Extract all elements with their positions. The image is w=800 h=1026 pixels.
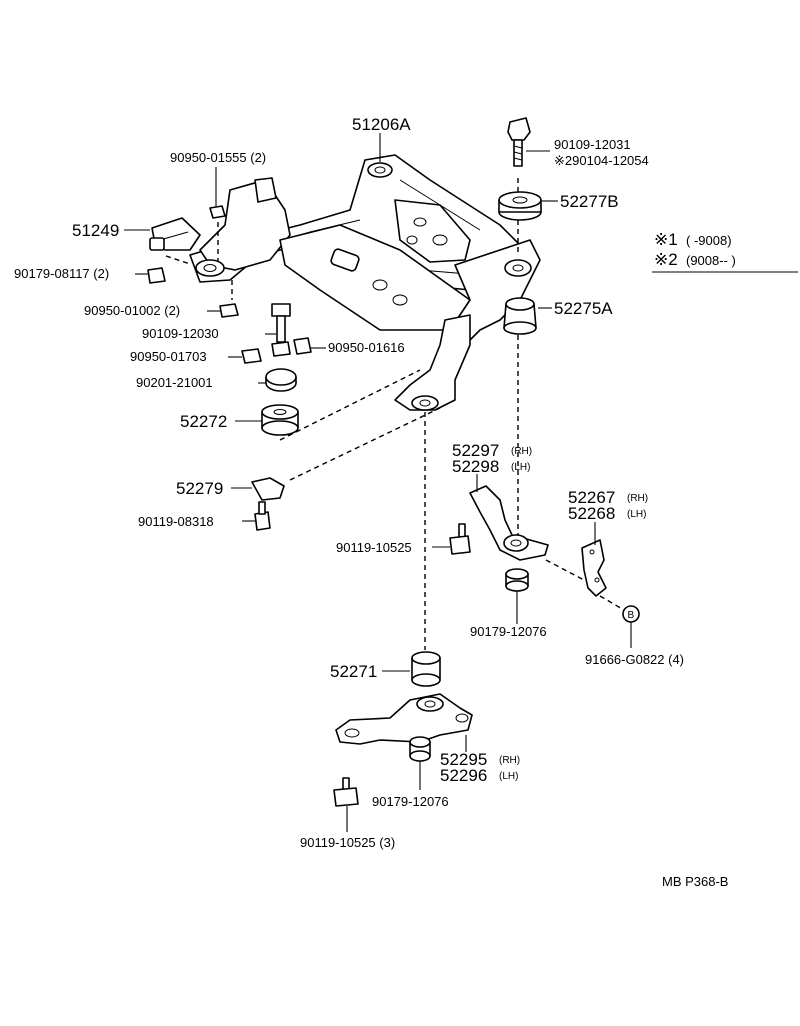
label-51206A: 51206A <box>352 115 411 134</box>
label-52277B: 52277B <box>560 192 619 211</box>
label-90179-12076-b: 90179-12076 <box>372 794 449 809</box>
label-90119-10525-a: 90119-10525 <box>336 540 412 555</box>
label-90109-12030: 90109-12030 <box>142 326 219 341</box>
arm-52295-drawing <box>335 693 473 745</box>
fasteners-left-drawing <box>147 205 312 392</box>
label-90179-08117: 90179-08117 (2) <box>14 266 109 281</box>
plate-52267-drawing <box>581 539 607 597</box>
label-marker-b: B <box>628 610 635 621</box>
label-90950-01703: 90950-01703 <box>130 349 207 364</box>
part-labels: 51206A 90109-12031 ※290104-12054 52277B … <box>14 115 684 850</box>
label-90950-01002: 90950-01002 (2) <box>84 303 180 318</box>
label-52297-side: (RH) <box>511 446 532 457</box>
clip-52279-drawing <box>251 477 285 531</box>
label-90950-01555: 90950-01555 (2) <box>170 150 266 165</box>
label-90201-21001: 90201-21001 <box>136 375 213 390</box>
label-90104-12054: ※290104-12054 <box>554 153 649 168</box>
bracket-51249-drawing <box>149 217 201 251</box>
bolt-90119-10525a-drawing <box>449 523 471 555</box>
label-52268: 52268 <box>568 504 615 523</box>
cushion-52272-drawing <box>261 404 299 436</box>
label-90119-10525-b: 90119-10525 (3) <box>300 835 395 850</box>
legend-mark-1: ※1 <box>654 230 678 249</box>
bolt-90119-10525b-drawing <box>333 777 359 807</box>
crossmember-drawing <box>189 154 541 411</box>
label-52272: 52272 <box>180 412 227 431</box>
label-90179-12076-a: 90179-12076 <box>470 624 547 639</box>
label-90950-01616: 90950-01616 <box>328 340 405 355</box>
label-52295-side: (RH) <box>499 755 520 766</box>
label-90119-08318: 90119-08318 <box>138 514 214 529</box>
label-52268-side: (LH) <box>627 509 646 520</box>
nut-90179-12076b-drawing <box>409 736 431 762</box>
label-52297: 52297 <box>452 441 499 460</box>
date-legend: ※1 ( -9008) ※2 (9008-- ) <box>652 230 798 273</box>
nut-90179-12076a-drawing <box>505 568 529 592</box>
cushion-52275A-drawing <box>503 297 537 335</box>
label-52296: 52296 <box>440 766 487 785</box>
cushion-52271-drawing <box>411 651 441 687</box>
leader-lines <box>124 133 632 832</box>
bracket-52297-drawing <box>469 485 549 561</box>
label-52279: 52279 <box>176 479 223 498</box>
assembly-lines <box>165 178 625 650</box>
label-51249: 51249 <box>72 221 119 240</box>
legend-mark-2: ※2 <box>654 250 678 269</box>
label-52295: 52295 <box>440 750 487 769</box>
legend-range-1: ( -9008) <box>686 233 732 248</box>
label-52271: 52271 <box>330 662 377 681</box>
label-52296-side: (LH) <box>499 771 518 782</box>
label-52267-side: (RH) <box>627 493 648 504</box>
label-91666-G0822: 91666-G0822 (4) <box>585 652 684 667</box>
legend-range-2: (9008-- ) <box>686 253 736 268</box>
cushion-52277B-drawing <box>498 191 542 221</box>
diagram-code: MB P368-B <box>662 874 728 889</box>
label-52275A: 52275A <box>554 299 613 318</box>
label-52298: 52298 <box>452 457 499 476</box>
label-90109-12031: 90109-12031 <box>554 137 631 152</box>
label-52267: 52267 <box>568 488 615 507</box>
bolt-90109-12031-drawing <box>507 117 531 167</box>
label-52298-side: (LH) <box>511 462 530 473</box>
